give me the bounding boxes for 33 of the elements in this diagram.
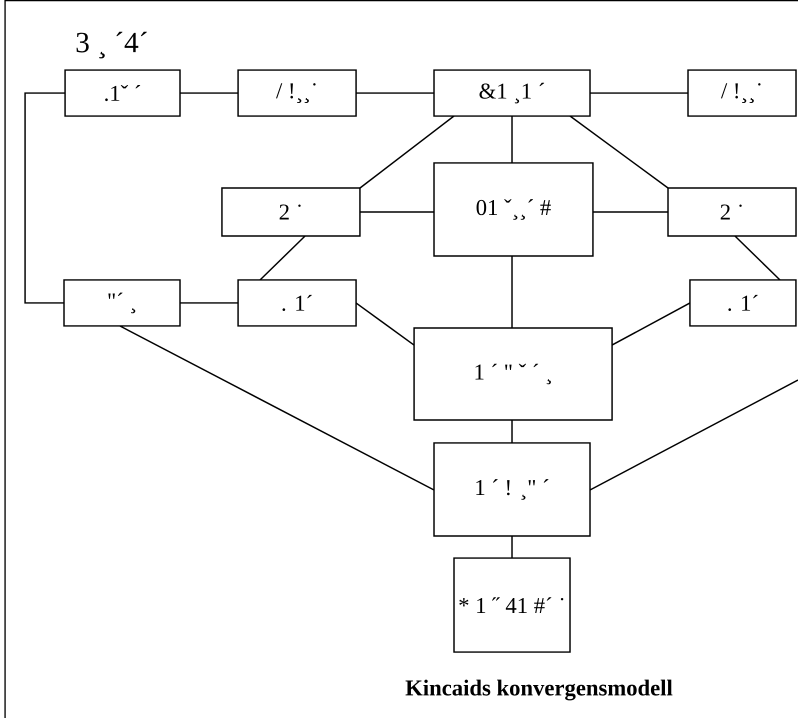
text-box: . 1´ [689,279,797,327]
connector-line [360,211,434,213]
connector-line [356,302,414,346]
connector-line [511,536,513,558]
text-box: &1 ¸1 ´ [433,69,591,117]
connector-line [360,115,454,189]
text-box: "´ ¸ [63,279,181,327]
connector-line [511,420,513,443]
caption: Kincaids konvergensmodell [406,680,672,700]
connector-line [120,325,434,491]
connector-line [24,92,66,304]
connector-line [590,92,688,94]
connector-line [260,235,306,281]
text-box: 1 ´ " ˇ ´ ¸ [413,327,613,421]
text-box: 1 ´ ! ¸" ´ [433,442,591,537]
text-box: . 1´ [237,279,357,327]
connector-line [590,379,798,491]
connector-line [734,235,781,281]
text-box: / !¸¸˙ [237,69,357,117]
text-box: / !¸¸˙ [687,69,797,117]
connector-line [356,92,434,94]
text-box: 2 ˙ [221,187,361,237]
connector-line [570,115,668,189]
text-box: .1ˇ ´ [64,69,181,117]
connector-line [511,116,513,163]
text-box: 2 ˙ [667,187,797,237]
connector-line [180,92,238,94]
connector-line [593,211,668,213]
text-box: * 1 ˝ 41 #´ ˙ [453,557,571,653]
connector-line [511,256,513,328]
text-box: 01 ˇ¸¸´ # [433,162,594,257]
connector-line [612,302,690,346]
connector-line [180,302,238,304]
